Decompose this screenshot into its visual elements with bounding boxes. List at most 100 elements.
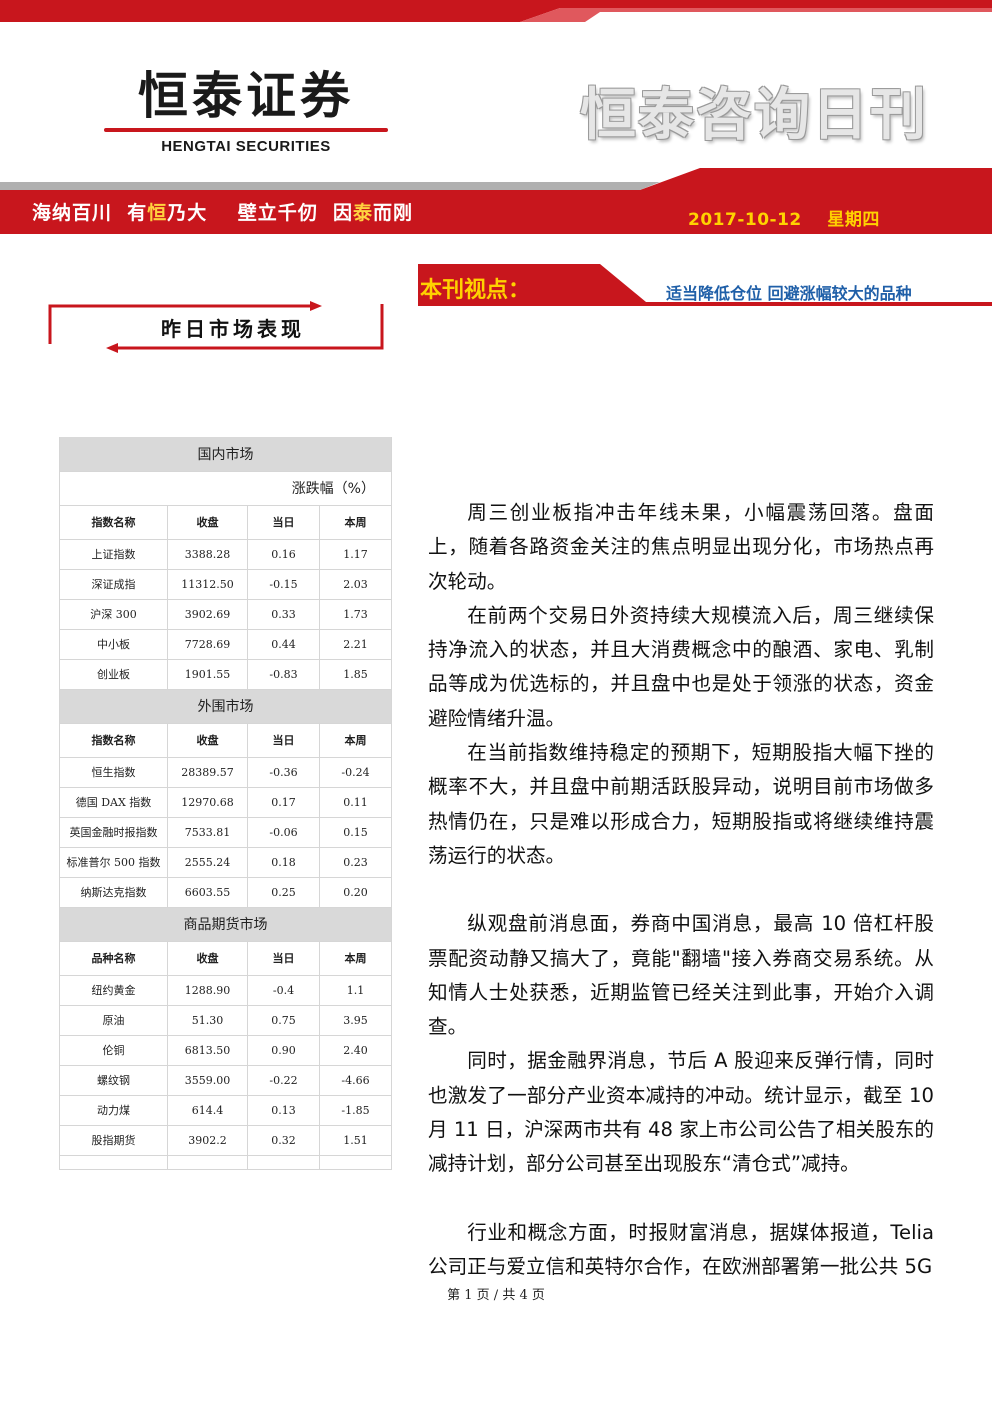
column-header: 本周 [319, 505, 392, 540]
section-header-row: 商品期货市场 [59, 907, 392, 942]
column-header: 收盘 [167, 505, 248, 540]
table-cell: -0.4 [247, 975, 320, 1006]
table-cell: 1.73 [319, 599, 392, 630]
column-header: 指数名称 [59, 505, 168, 540]
table-cell: 11312.50 [167, 569, 248, 600]
brand-underline [104, 128, 388, 132]
table-cell: 614.4 [167, 1095, 248, 1126]
table-cell: 6603.55 [167, 877, 248, 908]
column-header: 品种名称 [59, 941, 168, 976]
brand-name-en: HENGTAI SECURITIES [161, 138, 331, 155]
table-cell: 0.18 [247, 847, 320, 878]
table-cell: 0.75 [247, 1005, 320, 1036]
table-cell: 0.44 [247, 629, 320, 660]
article-paragraph: 在前两个交易日外资持续大规模流入后，周三继续保持净流入的状态，并且大消费概念中的… [428, 603, 934, 730]
table-cell: 创业板 [59, 659, 168, 690]
article-paragraph: 周三创业板指冲击年线未果，小幅震荡回落。盘面上，随着各路资金关注的焦点明显出现分… [428, 501, 934, 593]
table-cell: -0.15 [247, 569, 320, 600]
column-header: 本周 [319, 941, 392, 976]
viewpoint-headline: 适当降低仓位 回避涨幅较大的品种 [666, 284, 912, 303]
table-cell: 深证成指 [59, 569, 168, 600]
table-cell: 1.17 [319, 539, 392, 570]
table-cell: 7533.81 [167, 817, 248, 848]
column-header-row: 指数名称收盘当日本周 [59, 505, 392, 540]
table-cell: -4.66 [319, 1065, 392, 1096]
table-cell: -0.24 [319, 757, 392, 788]
table-cell: 0.13 [247, 1095, 320, 1126]
table-cell: 3902.69 [167, 599, 248, 630]
table-cell: 6813.50 [167, 1035, 248, 1066]
column-header: 当日 [247, 723, 320, 758]
table-cell: 2.21 [319, 629, 392, 660]
column-header: 指数名称 [59, 723, 168, 758]
table-cell: 纳斯达克指数 [59, 877, 168, 908]
table-cell: 0.32 [247, 1125, 320, 1156]
table-cell: 0.17 [247, 787, 320, 818]
table-cell: 0.16 [247, 539, 320, 570]
column-header: 本周 [319, 723, 392, 758]
table-cell: 0.33 [247, 599, 320, 630]
slogan-part: 而刚 [372, 202, 413, 224]
table-cell: 0.20 [319, 877, 392, 908]
page-footer: 第 1 页 / 共 4 页 [447, 1288, 545, 1303]
unit-label: 涨跌幅（%） [59, 471, 392, 506]
table-cell: 0.25 [247, 877, 320, 908]
unit-row: 涨跌幅（%） [59, 471, 392, 506]
section-header-row: 外围市场 [59, 689, 392, 724]
slogan: 海纳百川 有恒乃大 壁立千仞 因泰而刚 [32, 198, 413, 225]
column-header: 当日 [247, 941, 320, 976]
table-cell: 1288.90 [167, 975, 248, 1006]
column-header: 收盘 [167, 941, 248, 976]
table-cell: 2.03 [319, 569, 392, 600]
table-cell: 0.23 [319, 847, 392, 878]
table-cell: 恒生指数 [59, 757, 168, 788]
column-header-row: 品种名称收盘当日本周 [59, 941, 392, 976]
table-cell: 标准普尔 500 指数 [59, 847, 168, 878]
issue-date: 2017-10-12 星期四 [688, 210, 880, 230]
table-tail-row [59, 1155, 392, 1170]
table-cell: 51.30 [167, 1005, 248, 1036]
table-cell: 沪深 300 [59, 599, 168, 630]
table-cell: -0.06 [247, 817, 320, 848]
table-cell: 1.1 [319, 975, 392, 1006]
table-cell: 中小板 [59, 629, 168, 660]
slogan-part: 海纳百川 有 [32, 202, 148, 224]
column-header: 当日 [247, 505, 320, 540]
table-cell: 3388.28 [167, 539, 248, 570]
section-header: 国内市场 [59, 437, 392, 472]
table-cell: 0.11 [319, 787, 392, 818]
publication-title: 恒泰咨询日刊 [580, 83, 928, 148]
brand-name-cn: 恒泰证券 [138, 67, 354, 125]
table-cell: 3559.00 [167, 1065, 248, 1096]
table-cell: 28389.57 [167, 757, 248, 788]
table-cell: 3902.2 [167, 1125, 248, 1156]
table-cell: -0.83 [247, 659, 320, 690]
slogan-band [0, 168, 992, 234]
table-cell: 纽约黄金 [59, 975, 168, 1006]
table-cell: 3.95 [319, 1005, 392, 1036]
article-body: 周三创业板指冲击年线未果，小幅震荡回落。盘面上，随着各路资金关注的焦点明显出现分… [428, 496, 934, 1284]
table-cell: 英国金融时报指数 [59, 817, 168, 848]
table-cell: 股指期货 [59, 1125, 168, 1156]
table-cell [167, 1155, 248, 1170]
brand-logo: 恒泰证券 HENGTAI SECURITIES [104, 66, 388, 155]
viewpoint-bar [418, 264, 992, 308]
table-cell: 上证指数 [59, 539, 168, 570]
section-header-row: 国内市场 [59, 437, 392, 472]
slogan-highlight: 恒 [147, 202, 168, 224]
table-cell: 0.15 [319, 817, 392, 848]
